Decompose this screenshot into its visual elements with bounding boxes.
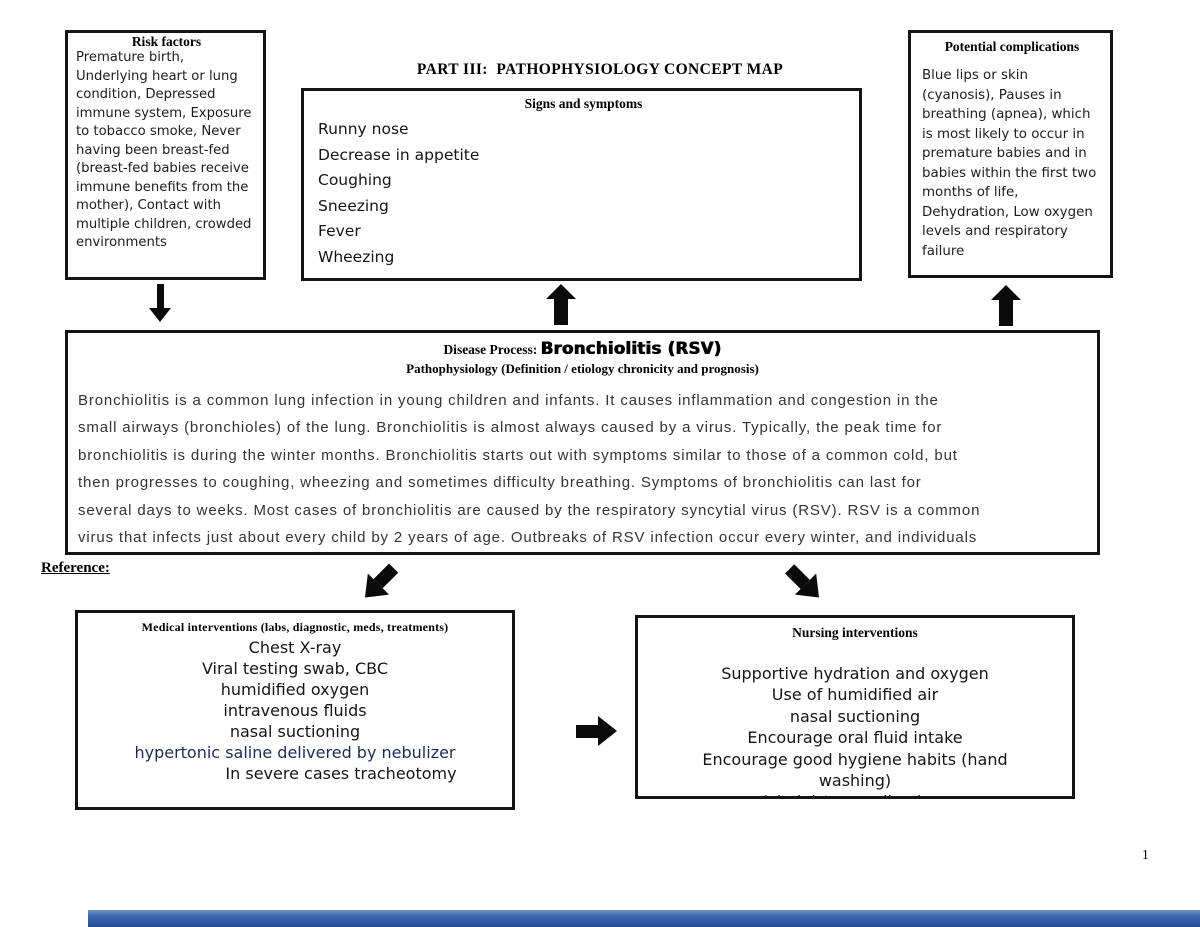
arrow-head: [546, 284, 576, 299]
diagonal-arrow-down-left-icon: [354, 558, 404, 609]
list-item: humidified oxygen: [220, 680, 370, 699]
potential-complications-box: Potential complications Blue lips or ski…: [908, 30, 1113, 278]
disease-process-label: Disease Process:: [443, 342, 541, 357]
pathophysiology-subtitle: Pathophysiology (Definition / etiology c…: [406, 361, 759, 376]
list-item: Coughing: [318, 171, 392, 189]
medical-interventions-box: Medical interventions (labs, diagnostic,…: [75, 610, 515, 810]
arrow-head: [991, 285, 1021, 300]
signs-symptoms-box: Signs and symptoms Runny nose Decrease i…: [301, 88, 862, 281]
disease-process-title: Disease Process: Bronchiolitis (RSV): [76, 339, 1089, 358]
disease-process-box: Disease Process: Bronchiolitis (RSV) Pat…: [65, 330, 1100, 555]
arrow-head: [149, 308, 171, 322]
diagonal-arrow-down-right-icon: [779, 558, 830, 609]
potential-complications-text: Blue lips or skin (cyanosis), Pauses in …: [922, 68, 1097, 259]
page-number: 1: [1142, 847, 1149, 862]
paragraph-line: bronchiolitis is during the winter month…: [78, 446, 958, 464]
list-item: In severe cases tracheotomy: [225, 764, 457, 783]
list-item: Viral testing swab, CBC: [201, 659, 389, 678]
signs-symptoms-title: Signs and symptoms: [524, 96, 643, 111]
risk-factors-title: Risk factors: [131, 34, 202, 49]
list-item: Encourage good hygiene habits (hand wash…: [702, 749, 1008, 791]
potential-complications-title: Potential complications: [944, 39, 1080, 54]
list-item: Decrease in appetite: [318, 145, 480, 164]
paragraph-line: Bronchiolitis is a common lung infection…: [78, 392, 939, 409]
arrow-head: [598, 716, 617, 746]
reference-label: Reference:: [41, 560, 110, 576]
down-arrow-icon: [149, 284, 171, 322]
risk-factors-box: Risk factors Premature birth, Underlying…: [65, 30, 266, 280]
list-item: intravenous fluids: [223, 701, 367, 720]
paragraph-line: small airways (bronchioles) of the lung.…: [78, 419, 943, 437]
list-item: Sneezing: [318, 196, 389, 215]
list-item: Use of humidified air: [771, 685, 939, 705]
pathophysiology-paragraph: Bronchiolitis is a common lung infection…: [76, 387, 1089, 551]
nursing-interventions-list: Supportive hydration and oxygen Use of h…: [665, 663, 1045, 796]
bottom-blue-bar: [88, 910, 1200, 927]
page-title: PART III: PATHOPHYSIOLOGY CONCEPT MAP: [416, 61, 784, 78]
nursing-interventions-box: Nursing interventions Supportive hydrati…: [635, 615, 1075, 799]
arrow-stem: [576, 724, 598, 738]
risk-factors-text: Premature birth, Underlying heart or lun…: [76, 50, 252, 250]
list-item: Chest X-ray: [248, 638, 342, 657]
list-item: nasal suctioning: [229, 722, 361, 741]
list-item: Administer medications: [665, 791, 1045, 796]
list-item: Fever: [318, 222, 361, 240]
signs-symptoms-list: Runny nose Decrease in appetite Coughing…: [318, 117, 849, 270]
list-item: Wheezing: [318, 247, 395, 266]
paragraph-line: several days to weeks. Most cases of bro…: [78, 501, 981, 519]
list-item: Runny nose: [318, 120, 409, 138]
medical-interventions-title: Medical interventions (labs, diagnostic,…: [141, 620, 449, 634]
nursing-interventions-title: Nursing interventions: [792, 625, 918, 640]
up-arrow-icon: [546, 284, 576, 325]
paragraph-line: then progresses to coughing, wheezing an…: [78, 474, 922, 492]
paragraph-line: virus that infects just about every chil…: [78, 529, 978, 547]
arrow-stem: [554, 299, 568, 325]
up-arrow-icon: [991, 285, 1021, 326]
list-item: Encourage oral fluid intake: [747, 728, 963, 748]
right-arrow-icon: [576, 716, 617, 746]
arrow-stem: [156, 284, 164, 308]
disease-name: Bronchiolitis (RSV): [540, 339, 722, 358]
arrow-stem: [999, 300, 1013, 326]
list-item-highlighted: hypertonic saline delivered by nebulizer: [134, 743, 456, 762]
list-item: nasal suctioning: [789, 706, 921, 726]
list-item: Supportive hydration and oxygen: [721, 664, 989, 683]
medical-interventions-list: Chest X-ray Viral testing swab, CBC humi…: [84, 637, 506, 784]
